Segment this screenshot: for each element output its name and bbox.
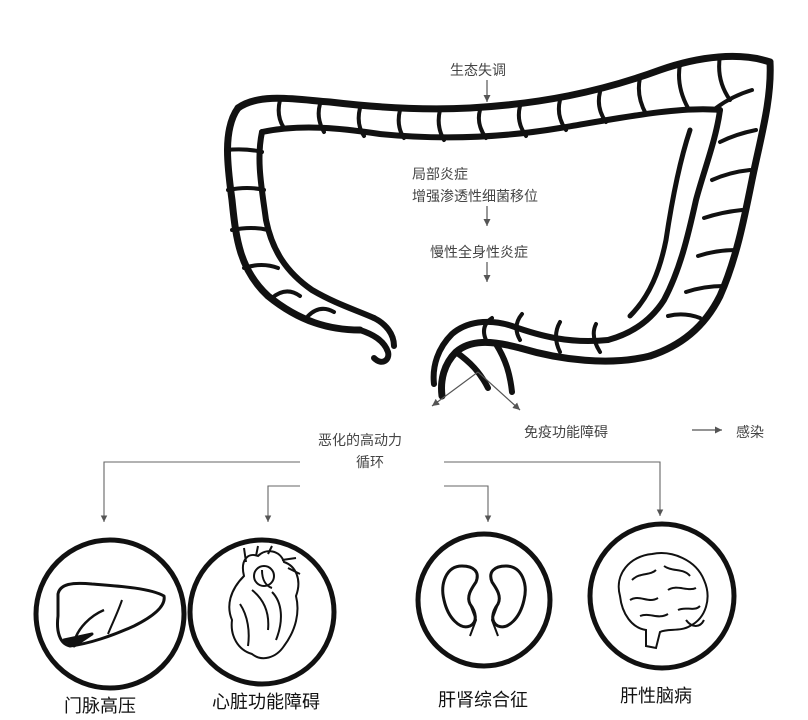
label-immune-dysfunction: 免疫功能障碍 [524,425,608,441]
brain-icon [617,552,709,650]
heart-icon [228,545,301,660]
flow-arrows [431,80,722,434]
outcome-circle-kidneys [415,531,553,669]
outcome-circle-heart [187,537,337,687]
label-dysbiosis: 生态失调 [450,63,506,79]
kidneys-icon [441,564,527,637]
branch-lines [100,461,664,522]
outcome-label-hepatorenal-syndrome: 肝肾综合征 [438,690,528,711]
label-infection: 感染 [736,425,764,441]
label-circulation-line1: 恶化的高动力 [318,433,402,449]
outcome-circle-liver [33,537,187,691]
outcome-circle-brain [587,521,737,671]
outcome-label-portal-hypertension: 门脉高压 [64,696,136,717]
label-chronic-inflammation: 慢性全身性炎症 [430,245,528,261]
label-local-inflammation: 局部炎症 [412,167,468,183]
outcome-label-hepatic-encephalopathy: 肝性脑病 [620,686,692,707]
liver-icon [56,581,166,648]
label-permeability: 增强渗透性细菌移位 [412,189,538,205]
colon-illustration [224,52,774,400]
outcome-label-cardiac-dysfunction: 心脏功能障碍 [212,692,320,713]
label-circulation-line2: 循环 [356,455,384,471]
